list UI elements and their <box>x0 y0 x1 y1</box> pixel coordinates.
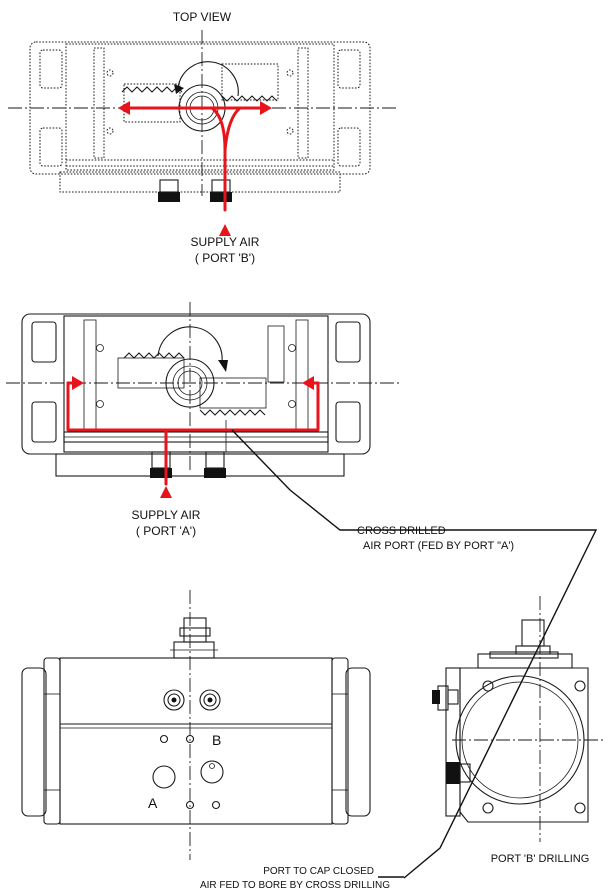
side-body <box>445 596 604 842</box>
side-view: PORT 'B' DRILLING <box>432 596 604 865</box>
port-fittings-front <box>163 689 221 711</box>
cross-drilled-label-line2: AIR PORT (FED BY PORT "A') <box>363 540 514 552</box>
supply-air-b-label: SUPPLY AIR <box>191 235 260 249</box>
actuator-body-top-a <box>6 302 400 477</box>
port-b-label: ( PORT 'B') <box>195 251 255 265</box>
top-view-title: TOP VIEW <box>173 10 232 24</box>
side-shaft <box>515 619 551 655</box>
mounting-holes-front <box>152 734 224 810</box>
side-fittings <box>432 685 471 784</box>
port-a-marker: A <box>148 795 158 811</box>
supply-air-a-label: SUPPLY AIR <box>132 508 201 522</box>
drive-shaft-top <box>170 617 218 659</box>
port-b-marker: B <box>212 732 221 748</box>
port-b-drilling-label: PORT 'B' DRILLING <box>491 853 590 865</box>
port-fittings-top-a <box>150 420 227 478</box>
air-flow-path-b <box>118 101 272 236</box>
port-fittings-top-b <box>158 179 232 202</box>
cap-closed-label-line1: PORT TO CAP CLOSED <box>263 866 374 877</box>
top-view-port-a: SUPPLY AIR ( PORT 'A') <box>6 302 400 538</box>
top-view-port-b: TOP VIEW <box>8 10 398 265</box>
front-view: B A <box>21 590 371 860</box>
cap-closed-label-line2: AIR FED TO BORE BY CROSS DRILLING <box>200 880 390 891</box>
pinion-gear-top-a <box>123 326 266 416</box>
front-body <box>21 590 371 860</box>
cross-drilled-callout: CROSS DRILLED AIR PORT (FED BY PORT "A') <box>231 429 598 879</box>
actuator-body-top-b <box>8 30 398 196</box>
air-flow-path-a <box>66 376 320 498</box>
cross-drilled-label-line1: CROSS DRILLED <box>357 525 446 537</box>
pinion-gear-top-b <box>121 61 278 132</box>
cap-closed-callout: PORT TO CAP CLOSED AIR FED TO BORE BY CR… <box>200 866 404 891</box>
port-a-label: ( PORT 'A') <box>136 524 196 538</box>
